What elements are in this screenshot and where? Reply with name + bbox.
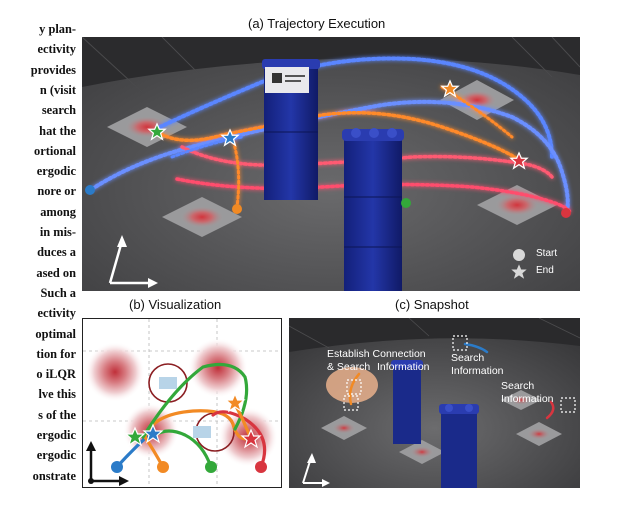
snapshot-paths <box>348 342 555 420</box>
trajectory-execution-photo: Start End <box>82 37 580 291</box>
density-blobs <box>85 338 278 467</box>
visualization-panel <box>82 318 282 488</box>
paper-text-line: onstrate <box>32 468 76 483</box>
snapshot-pads <box>321 390 562 464</box>
obstacle-box-right <box>342 128 404 291</box>
paper-text-line: nore or <box>37 184 76 199</box>
paper-text-line: tion for <box>36 346 76 361</box>
axes-icon-b <box>86 441 129 486</box>
paper-text-line: lve this <box>38 387 76 402</box>
caption-snapshot: (c) Snapshot <box>395 297 469 312</box>
paper-text-line: ased on <box>36 265 76 280</box>
paper-text-line: ectivity <box>37 42 76 57</box>
paper-text-line: y plan- <box>39 22 76 36</box>
axes-icon-c <box>302 453 330 487</box>
paper-text-line: hat the <box>39 123 76 138</box>
paper-text-line: s of the <box>38 407 76 422</box>
paper-text-line: ergodic <box>36 448 76 463</box>
obstacle-blocks <box>159 377 211 438</box>
label-search-2: Search <box>451 352 485 364</box>
legend-start-label: Start <box>536 248 558 259</box>
paper-text-line: ergodic <box>36 428 76 442</box>
label-information-3: Information <box>501 393 554 405</box>
label-information-1: Information <box>377 361 430 373</box>
start-markers <box>85 185 571 218</box>
paper-text-line: duces a <box>37 245 76 260</box>
snapshot-photo: Establish Connection & Search Informatio… <box>289 318 580 488</box>
paper-text-line: provides <box>30 62 76 77</box>
vis-start-markers <box>111 461 267 473</box>
end-stars <box>147 79 529 170</box>
label-information-2: Information <box>451 365 504 377</box>
paper-text-line: n (visit <box>39 82 76 97</box>
paper-text-line: optimal <box>35 326 76 341</box>
obstacle-box-left <box>262 59 320 200</box>
paper-text-line: Such a <box>40 285 76 300</box>
paper-text-line: among <box>40 204 76 219</box>
paper-text-line: ortional <box>34 143 76 158</box>
caption-trajectory-execution: (a) Trajectory Execution <box>248 16 386 31</box>
paper-text-column: y plan-ectivity provides n (visit search hat… <box>0 22 76 502</box>
label-establish-connection: Establish Connection <box>327 348 426 360</box>
snapshot-boxes <box>391 360 479 488</box>
paper-text-line: in mis- <box>39 225 76 239</box>
paper-text-line: ectivity <box>37 306 76 321</box>
paper-text-line: search <box>41 103 76 118</box>
drone-highlight-boxes <box>343 335 576 413</box>
caption-visualization: (b) Visualization <box>129 297 222 312</box>
paper-text-line: o iLQR <box>36 367 76 382</box>
legend-a <box>511 249 527 279</box>
axes-icon-a <box>108 235 158 288</box>
paper-text-line: ergodic <box>36 164 76 179</box>
legend-end-label: End <box>536 265 554 276</box>
vis-trajectories <box>115 363 267 469</box>
vis-end-stars <box>124 392 262 449</box>
label-and-search: & Search <box>327 361 371 373</box>
label-search-3: Search <box>501 380 535 392</box>
